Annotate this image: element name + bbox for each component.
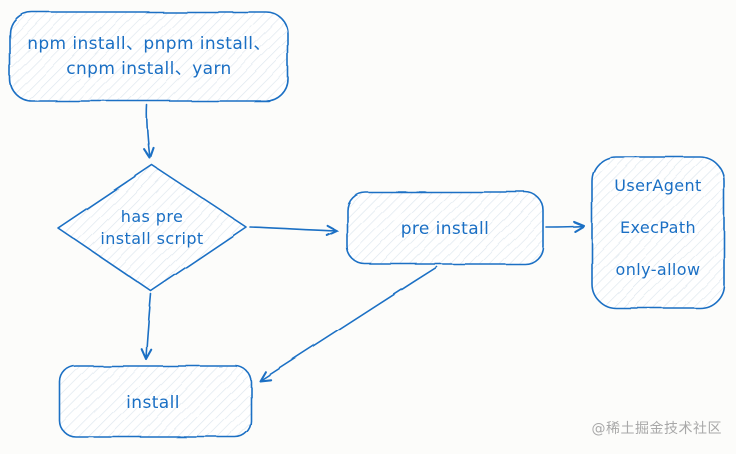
labels: npm install、pnpm install、 cnpm install、y… bbox=[27, 34, 723, 437]
node-hooks-label-line2: ExecPath bbox=[620, 218, 696, 237]
node-decision bbox=[57, 164, 247, 292]
arrow-decision-to-install bbox=[140, 293, 153, 361]
node-decision-label-line2: install script bbox=[100, 229, 203, 248]
arrow-start-to-decision bbox=[143, 104, 155, 160]
arrow-pre-install-to-hooks bbox=[545, 220, 586, 233]
node-install-label: install bbox=[126, 393, 180, 413]
watermark: @稀土掘金技术社区 bbox=[592, 421, 723, 437]
node-install bbox=[59, 365, 252, 438]
arrow-pre-install-to-install bbox=[258, 266, 438, 383]
node-start-label-line1: npm install、pnpm install、 bbox=[27, 34, 271, 54]
node-pre-install bbox=[346, 191, 544, 265]
node-decision-label-line1: has pre bbox=[121, 207, 183, 226]
node-hooks bbox=[591, 156, 725, 309]
node-start-label-line2: cnpm install、yarn bbox=[66, 59, 232, 79]
node-hooks-label-line1: UserAgent bbox=[614, 176, 701, 195]
node-start bbox=[9, 11, 289, 102]
node-pre-install-label: pre install bbox=[401, 219, 490, 239]
node-hooks-label-line3: only-allow bbox=[616, 260, 701, 279]
arrow-decision-to-pre-install bbox=[249, 224, 339, 237]
